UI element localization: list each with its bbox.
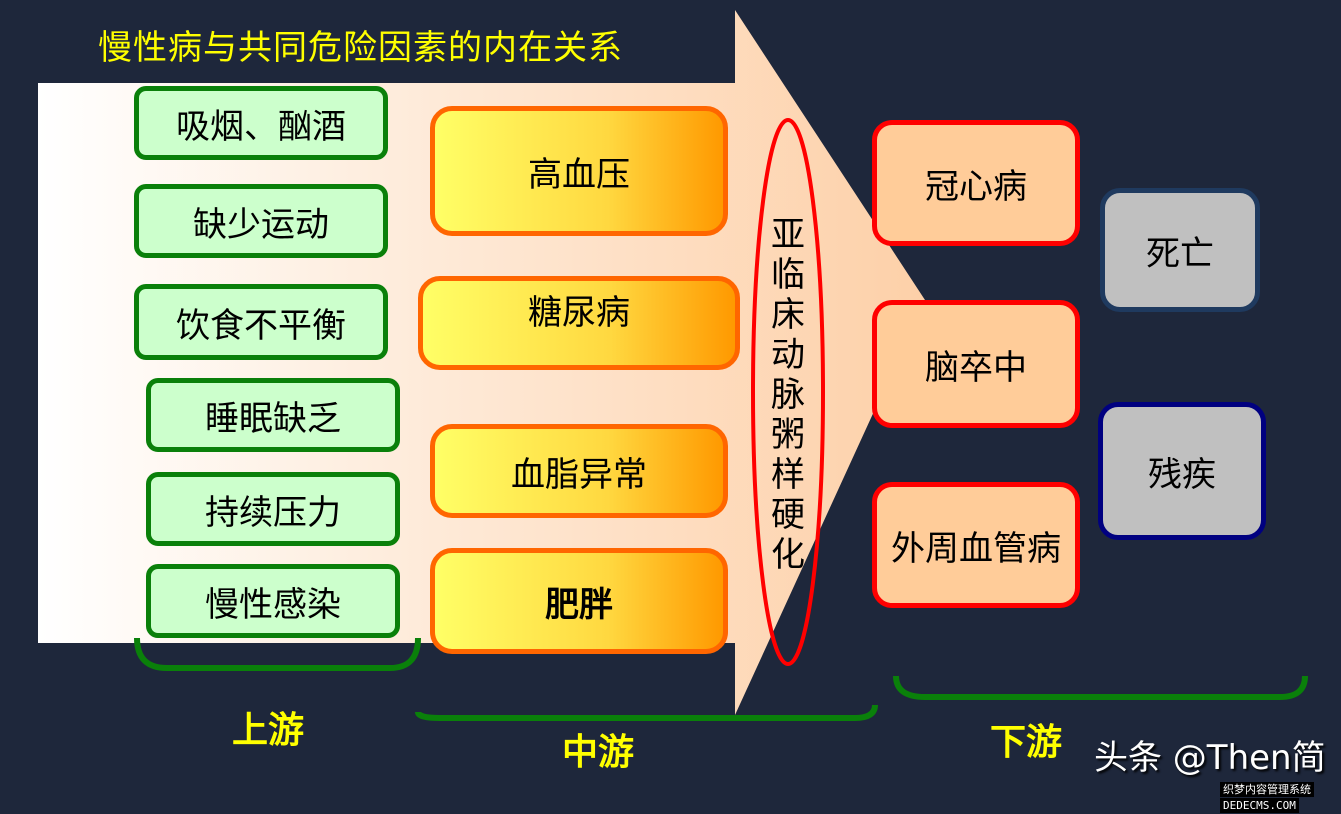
outcome-death: 死亡 bbox=[1100, 188, 1260, 312]
title-band bbox=[0, 0, 735, 83]
midstream-label: 中游 bbox=[562, 732, 635, 773]
risk-chronic-stress: 持续压力 bbox=[146, 472, 400, 546]
mid-diabetes: 糖尿病 bbox=[418, 276, 740, 370]
downstream-label: 下游 bbox=[990, 722, 1063, 763]
upstream-label: 上游 bbox=[232, 710, 305, 751]
mid-hypertension: 高血压 bbox=[430, 106, 728, 236]
midstream-bracket bbox=[415, 704, 878, 721]
upstream-bracket bbox=[134, 637, 421, 671]
risk-chronic-infection: 慢性感染 bbox=[146, 564, 400, 638]
watermark-site-cn: 织梦内容管理系统 bbox=[1220, 782, 1314, 797]
risk-sleep-deprivation: 睡眠缺乏 bbox=[146, 378, 400, 452]
downstream-bracket bbox=[893, 675, 1308, 700]
risk-smoking-drinking: 吸烟、酗酒 bbox=[134, 86, 388, 160]
risk-unbalanced-diet: 饮食不平衡 bbox=[134, 284, 388, 360]
watermark-text: 头条 @Then简 bbox=[1094, 738, 1326, 778]
atherosclerosis-ellipse bbox=[751, 118, 825, 666]
mid-obesity: 肥胖 bbox=[430, 548, 728, 654]
risk-lack-exercise: 缺少运动 bbox=[134, 184, 388, 258]
disease-peripheral-vascular: 外周血管病 bbox=[872, 482, 1080, 608]
disease-stroke: 脑卒中 bbox=[872, 300, 1080, 428]
atherosclerosis-label: 亚临床动脉粥样硬化 bbox=[771, 215, 805, 575]
disease-coronary: 冠心病 bbox=[872, 120, 1080, 246]
outcome-disability: 残疾 bbox=[1098, 402, 1266, 540]
watermark-site-en: DEDECMS.COM bbox=[1220, 798, 1299, 813]
page-title: 慢性病与共同危险因素的内在关系 bbox=[98, 28, 623, 68]
mid-dyslipidemia: 血脂异常 bbox=[430, 424, 728, 518]
